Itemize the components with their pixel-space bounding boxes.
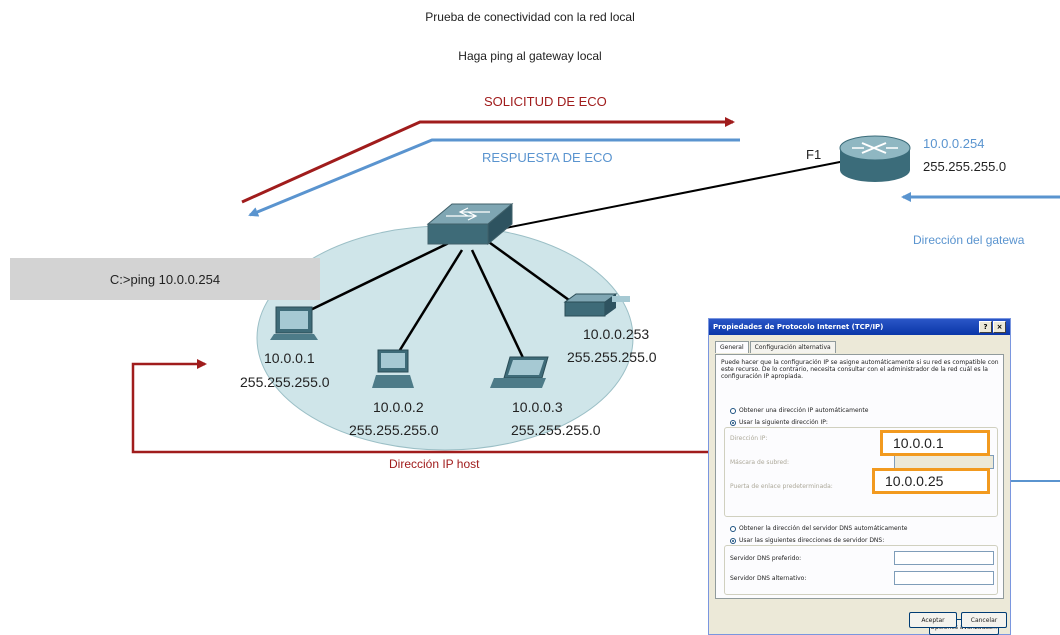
manual-dns-label: Usar las siguientes direcciones de servi… bbox=[739, 537, 885, 544]
ping-command: C:>ping 10.0.0.254 bbox=[109, 271, 221, 287]
link-host2 bbox=[393, 249, 464, 359]
dialog-titlebar: Propiedades de Protocolo Internet (TCP/I… bbox=[709, 319, 1010, 335]
radio-icon[interactable] bbox=[730, 407, 736, 414]
printer-icon bbox=[563, 293, 630, 317]
link-printer bbox=[485, 238, 581, 310]
tab-alternate-config[interactable]: Configuración alternativa bbox=[749, 341, 836, 353]
host3-ip: 10.0.0.3 bbox=[512, 399, 563, 415]
ip-settings-group bbox=[724, 427, 998, 517]
router-link bbox=[469, 159, 851, 236]
printer-mask: 255.255.255.0 bbox=[567, 349, 657, 365]
computer-icon bbox=[372, 349, 414, 388]
ok-button[interactable]: Aceptar bbox=[909, 612, 957, 628]
default-gateway-field[interactable]: 10.0.0.25 bbox=[872, 468, 990, 494]
tab-panel: Puede hacer que la configuración IP se a… bbox=[715, 354, 1004, 635]
gateway-caption: Dirección del gatewa bbox=[913, 233, 1025, 247]
host3-mask: 255.255.255.0 bbox=[511, 422, 601, 438]
auto-ip-option[interactable]: Obtener una dirección IP automáticamente bbox=[730, 407, 868, 414]
dns-alternate-label: Servidor DNS alternativo: bbox=[730, 575, 807, 582]
host2-mask: 255.255.255.0 bbox=[349, 422, 439, 438]
manual-dns-option[interactable]: Usar las siguientes direcciones de servi… bbox=[730, 537, 884, 544]
dialog-tabs: General Configuración alternativa bbox=[715, 341, 837, 353]
manual-ip-option[interactable]: Usar la siguiente dirección IP: bbox=[730, 419, 828, 426]
tab-general[interactable]: General bbox=[715, 341, 749, 353]
router-mask: 255.255.255.0 bbox=[923, 159, 1007, 174]
host-ip-caption: Dirección IP host bbox=[389, 457, 480, 471]
manual-ip-label: Usar la siguiente dirección IP: bbox=[739, 419, 828, 426]
laptop-icon bbox=[490, 356, 549, 388]
host2-ip: 10.0.0.2 bbox=[373, 399, 424, 415]
dialog-description: Puede hacer que la configuración IP se a… bbox=[721, 359, 999, 380]
echo-reply-label: RESPUESTA DE ECO bbox=[482, 150, 613, 165]
radio-icon[interactable] bbox=[730, 525, 736, 532]
auto-dns-label: Obtener la dirección del servidor DNS au… bbox=[739, 525, 908, 532]
ip-label: Dirección IP: bbox=[730, 435, 768, 442]
link-host3 bbox=[470, 249, 527, 363]
dns-settings-group bbox=[724, 545, 998, 595]
echo-request-arrow bbox=[241, 117, 735, 204]
router-name: F1 bbox=[806, 147, 822, 162]
router-ip: 10.0.0.254 bbox=[923, 136, 985, 151]
radio-icon[interactable] bbox=[730, 537, 736, 544]
radio-icon[interactable] bbox=[730, 419, 736, 426]
echo-reply-arrow bbox=[248, 138, 740, 217]
close-button[interactable]: × bbox=[993, 321, 1006, 333]
echo-request-label: SOLICITUD DE ECO bbox=[484, 94, 607, 109]
dialog-title: Propiedades de Protocolo Internet (TCP/I… bbox=[713, 323, 884, 331]
command-box: C:>ping 10.0.0.254 bbox=[10, 258, 320, 300]
page-subtitle: Haga ping al gateway local bbox=[458, 49, 602, 63]
link-host1 bbox=[299, 238, 456, 317]
auto-ip-label: Obtener una dirección IP automáticamente bbox=[739, 407, 869, 414]
computer-icon bbox=[270, 306, 318, 340]
dns-alternate-field[interactable] bbox=[894, 571, 994, 585]
dns-preferred-field[interactable] bbox=[894, 551, 994, 565]
dns-preferred-label: Servidor DNS preferido: bbox=[730, 555, 802, 562]
router-icon bbox=[839, 135, 911, 182]
mask-label: Máscara de subred: bbox=[730, 459, 790, 466]
ip-address-field[interactable]: 10.0.0.1 bbox=[880, 430, 990, 456]
switch-icon bbox=[426, 202, 514, 246]
printer-ip: 10.0.0.253 bbox=[583, 326, 650, 342]
host1-mask: 255.255.255.0 bbox=[240, 374, 330, 390]
host1-ip: 10.0.0.1 bbox=[264, 350, 315, 366]
host-ip-line bbox=[131, 359, 885, 454]
page-title: Prueba de conectividad con la red local bbox=[425, 10, 635, 24]
gateway-label: Puerta de enlace predeterminada: bbox=[730, 483, 833, 490]
mask-field[interactable] bbox=[894, 455, 994, 469]
cancel-button[interactable]: Cancelar bbox=[961, 612, 1007, 628]
auto-dns-option[interactable]: Obtener la dirección del servidor DNS au… bbox=[730, 525, 908, 532]
help-button[interactable]: ? bbox=[979, 321, 992, 333]
